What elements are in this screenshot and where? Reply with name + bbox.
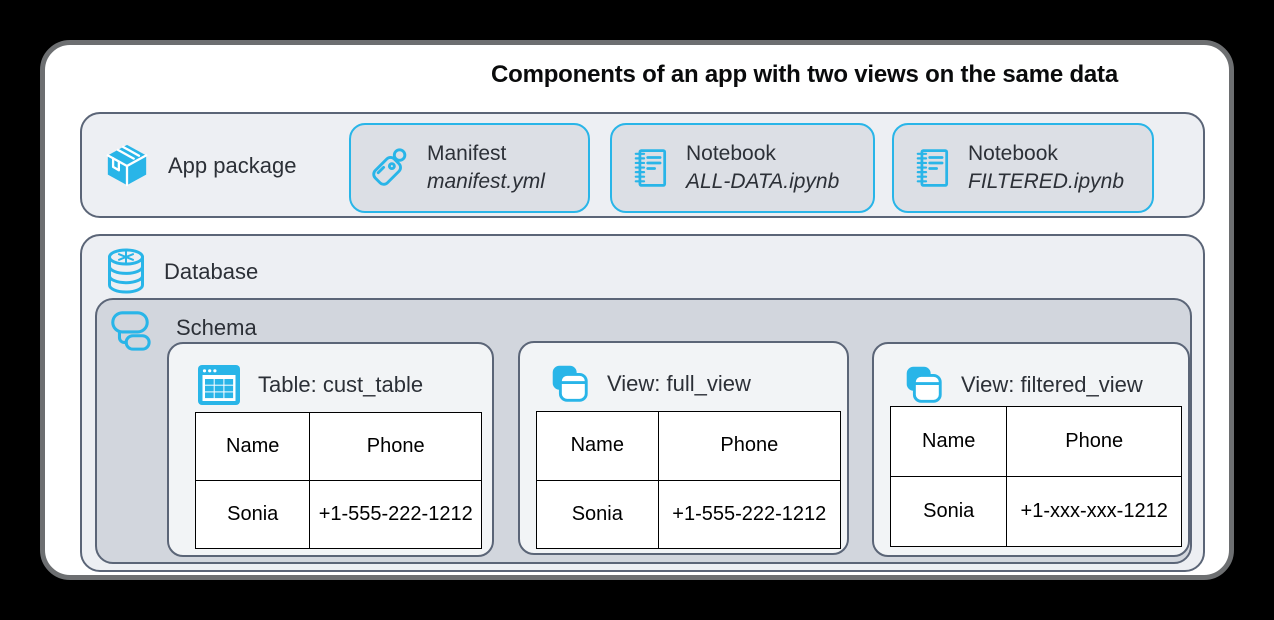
object-title: View: filtered_view: [961, 372, 1143, 397]
table-header-row: Name Phone: [536, 411, 842, 481]
cell-name: Sonia: [194, 480, 311, 549]
data-table: Name Phone Sonia +1-555-222-1212: [536, 411, 842, 549]
table-row: Sonia +1-555-222-1212: [194, 480, 482, 549]
view-icon: [906, 366, 942, 403]
object-title: Table: cust_table: [258, 372, 424, 397]
chip-filename: ALL-DATA.ipynb: [686, 170, 840, 193]
app-package-label: App package: [168, 153, 297, 178]
notebook-chip-filtered: Notebook FILTERED.ipynb: [892, 123, 1154, 213]
chip-name: Notebook: [686, 142, 776, 165]
table-row: Sonia +1-xxx-xxx-1212: [889, 476, 1182, 547]
data-table: Name Phone Sonia +1-555-222-1212: [194, 412, 482, 549]
table-header-row: Name Phone: [194, 412, 482, 481]
diagram-card: Components of an app with two views on t…: [40, 40, 1234, 580]
table-row: Sonia +1-555-222-1212: [536, 479, 842, 549]
database-label: Database: [164, 259, 259, 284]
app-package-section: App package Manifest manifest.yml: [80, 112, 1205, 218]
table-header-row: Name Phone: [889, 406, 1182, 477]
column-header: Name: [889, 406, 1008, 477]
table-icon: [198, 365, 240, 405]
chip-filename: manifest.yml: [427, 170, 545, 193]
chip-name: Manifest: [427, 142, 507, 165]
column-header: Name: [536, 411, 659, 481]
column-header: Phone: [657, 411, 842, 481]
cell-phone: +1-555-222-1212: [309, 480, 482, 549]
schema-section: Schema T: [95, 298, 1192, 564]
schema-label: Schema: [176, 315, 257, 340]
notebook-icon: [634, 149, 667, 187]
notebook-chip-all-data: Notebook ALL-DATA.ipynb: [610, 123, 875, 213]
cell-name: Sonia: [889, 476, 1008, 547]
chip-filename: FILTERED.ipynb: [968, 170, 1124, 193]
column-header: Phone: [309, 412, 482, 481]
view-icon: [552, 365, 588, 402]
cell-phone: +1-555-222-1212: [657, 479, 842, 549]
manifest-chip: Manifest manifest.yml: [349, 123, 590, 213]
cell-phone: +1-xxx-xxx-1212: [1006, 476, 1182, 547]
object-title: View: full_view: [607, 371, 751, 396]
chip-name: Notebook: [968, 142, 1058, 165]
full-view-object-box: View: full_view Name Phone Sonia +1-555-…: [518, 341, 849, 555]
schema-icon: [111, 311, 151, 351]
table-object-box: Table: cust_table Name Phone Sonia +1-55…: [167, 342, 494, 557]
database-section: Database Schema: [80, 234, 1205, 572]
column-header: Name: [194, 412, 311, 481]
cell-name: Sonia: [536, 479, 659, 549]
database-icon: [108, 248, 144, 294]
tag-icon: [372, 148, 407, 186]
notebook-icon: [916, 149, 949, 187]
column-header: Phone: [1006, 406, 1182, 477]
diagram-title: Components of an app with two views on t…: [490, 61, 1118, 88]
package-icon: [106, 144, 148, 187]
data-table: Name Phone Sonia +1-xxx-xxx-1212: [889, 406, 1182, 547]
filtered-view-object-box: View: filtered_view Name Phone Sonia +1-…: [872, 342, 1190, 557]
